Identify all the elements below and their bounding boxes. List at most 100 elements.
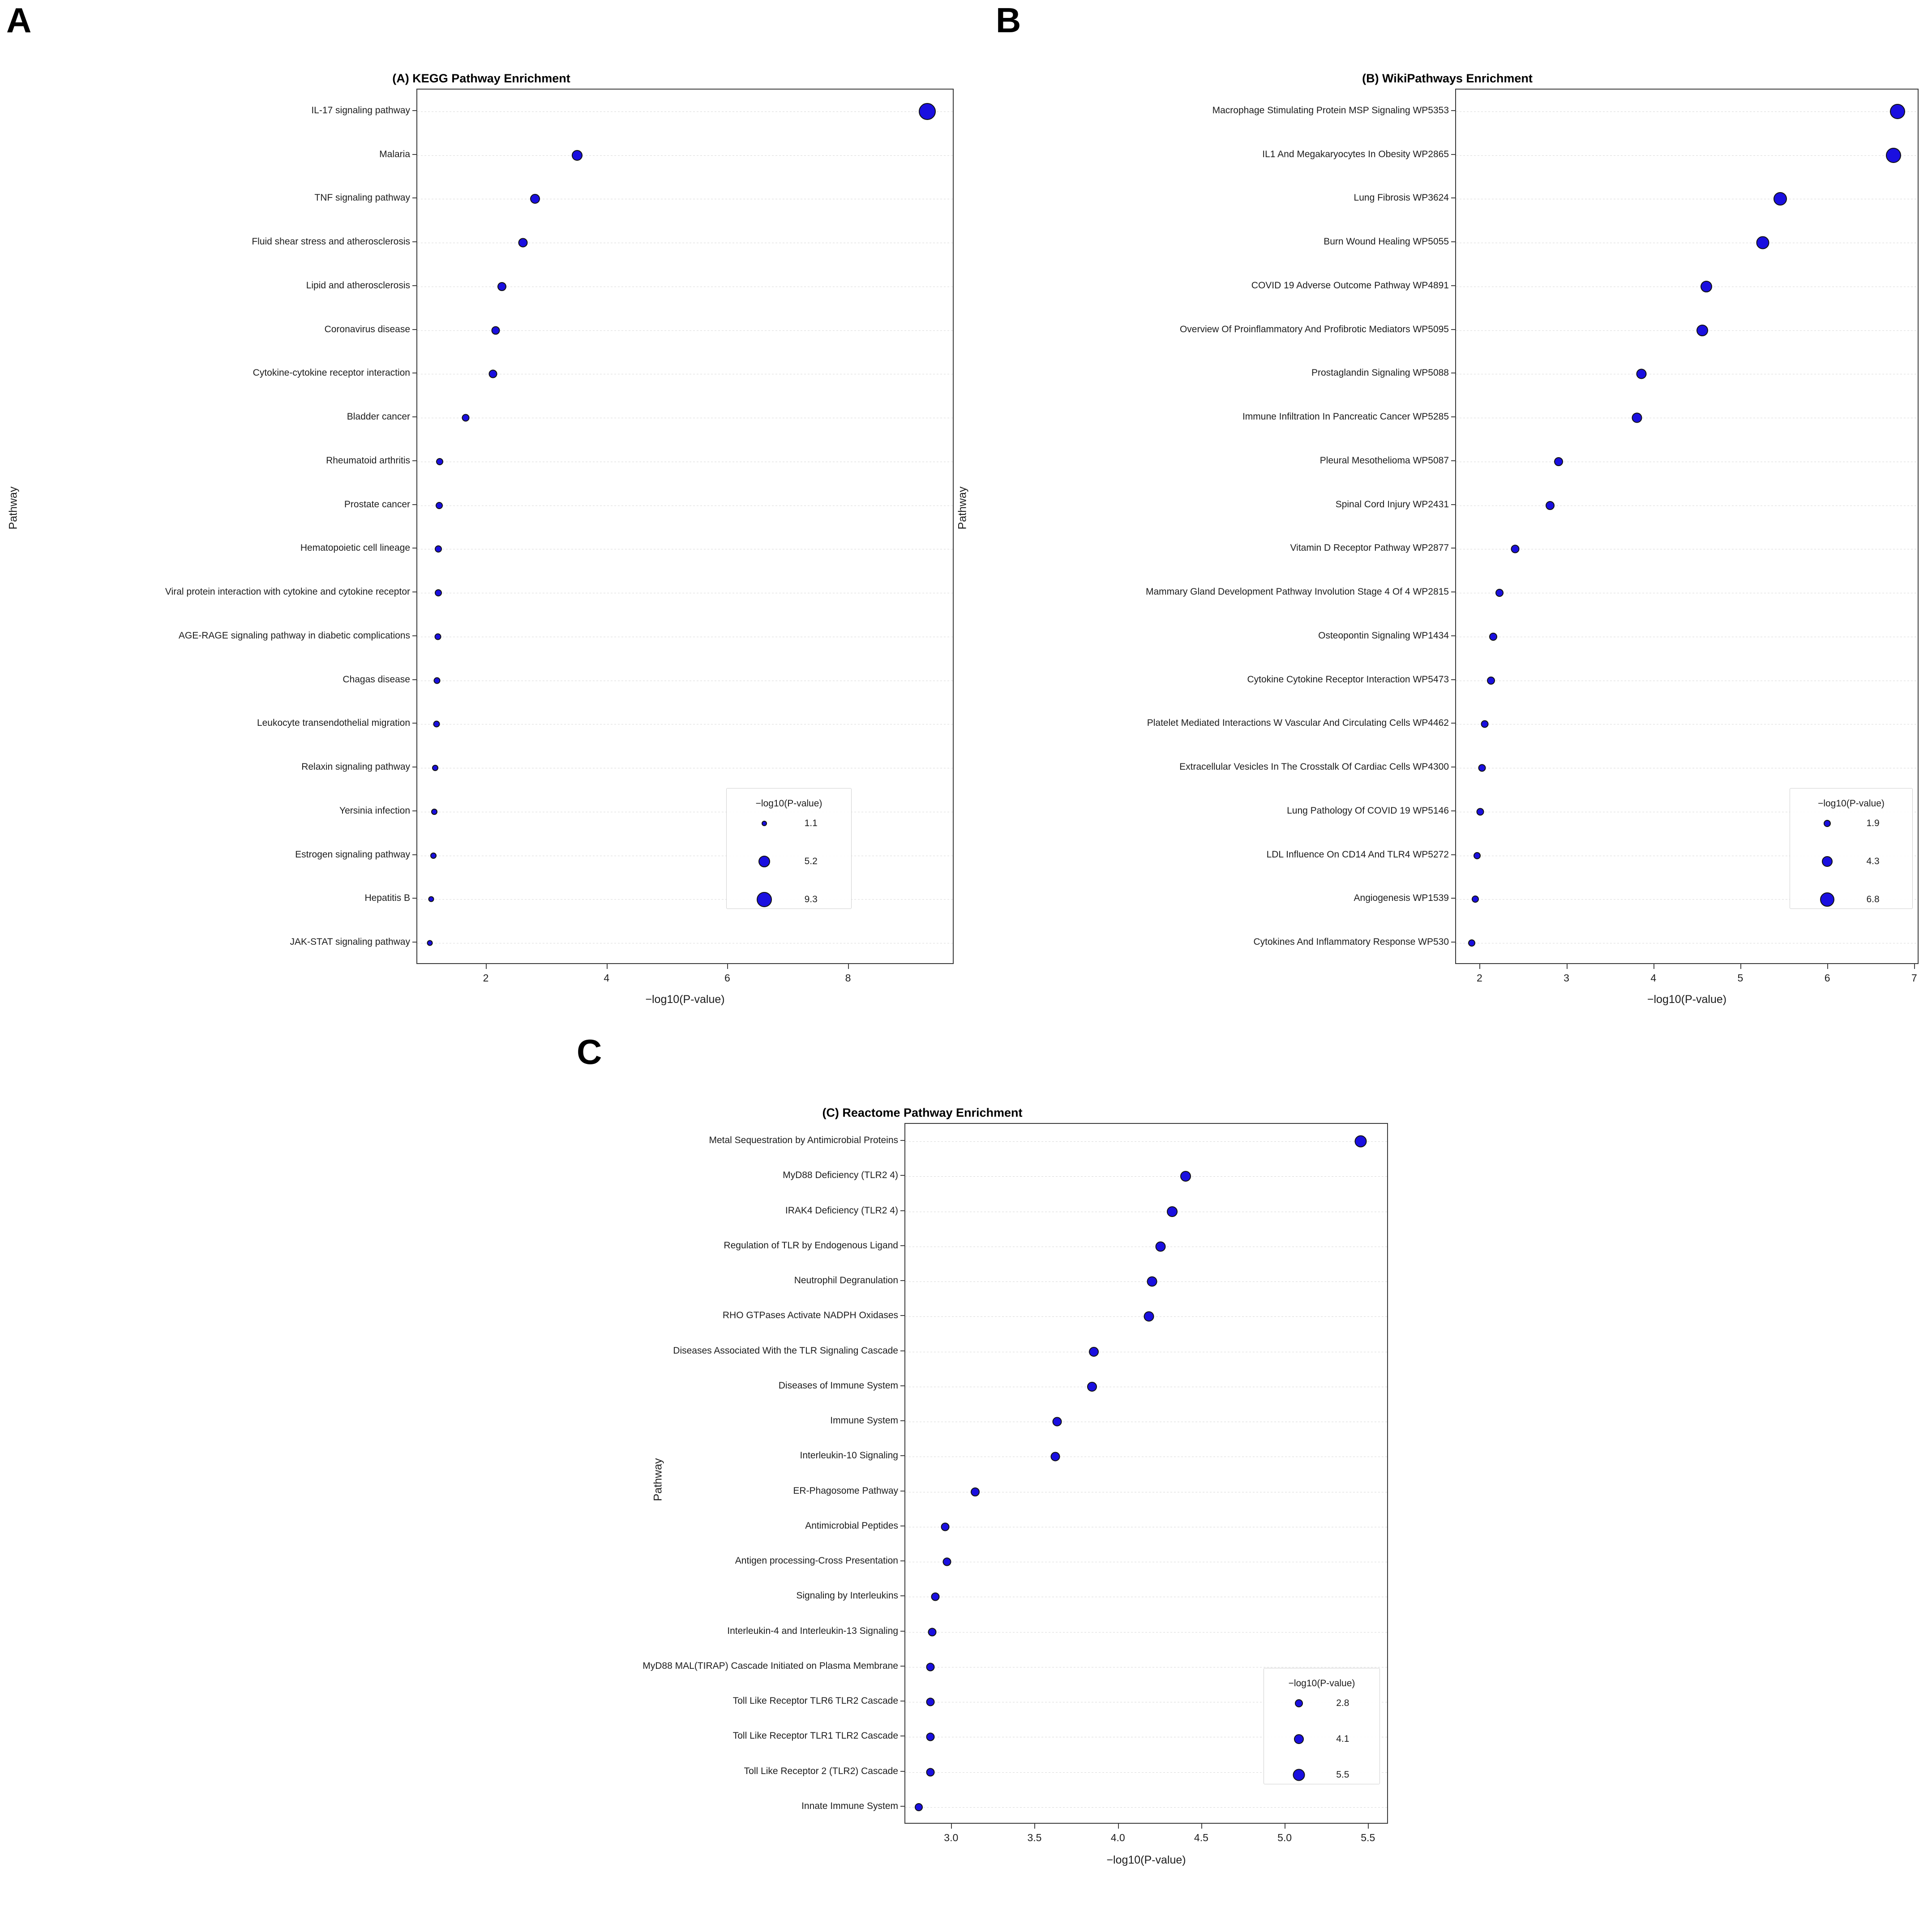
data-point-dot[interactable] — [1545, 501, 1555, 510]
data-point-dot[interactable] — [1486, 676, 1495, 685]
data-point-dot[interactable] — [488, 369, 497, 378]
data-point-dot[interactable] — [1696, 324, 1708, 336]
data-point-dot[interactable] — [931, 1592, 940, 1601]
data-point-dot[interactable] — [1885, 147, 1901, 163]
y-axis-tick — [900, 1420, 904, 1422]
data-point-dot[interactable] — [1489, 632, 1498, 641]
y-axis-category-label: IL1 And Megakaryocytes In Obesity WP2865 — [1262, 149, 1449, 159]
data-point-dot[interactable] — [432, 765, 439, 771]
panel-b-x-axis-title: −log10(P-value) — [1647, 993, 1727, 1006]
y-axis-tick — [412, 154, 416, 155]
data-point-dot[interactable] — [430, 852, 437, 859]
data-point-dot[interactable] — [491, 326, 500, 335]
data-point-dot[interactable] — [1473, 852, 1481, 859]
y-axis-category-label: Hematopoietic cell lineage — [300, 543, 410, 553]
gridline — [905, 1141, 1387, 1142]
data-point-dot[interactable] — [1632, 412, 1642, 423]
data-point-dot[interactable] — [1471, 896, 1479, 903]
y-axis-category-label: RHO GTPases Activate NADPH Oxidases — [722, 1310, 898, 1321]
y-axis-category-label: Overview Of Proinflammatory And Profibro… — [1179, 324, 1449, 334]
data-point-dot[interactable] — [435, 545, 442, 553]
y-axis-category-label: Regulation of TLR by Endogenous Ligand — [724, 1240, 898, 1251]
data-point-dot[interactable] — [435, 589, 442, 597]
data-point-dot[interactable] — [928, 1628, 937, 1637]
data-point-dot[interactable] — [1495, 589, 1504, 597]
data-point-dot[interactable] — [1147, 1276, 1157, 1287]
y-axis-tick — [1451, 679, 1455, 680]
data-point-dot[interactable] — [1468, 939, 1475, 947]
legend-dot — [762, 821, 767, 826]
legend-value-label: 2.8 — [1336, 1698, 1349, 1708]
y-axis-category-label: Burn Wound Healing WP5055 — [1324, 236, 1449, 247]
x-axis-tick-label: 5 — [1737, 972, 1744, 984]
data-point-dot[interactable] — [1087, 1381, 1097, 1392]
y-axis-tick — [1451, 591, 1455, 593]
data-point-dot[interactable] — [1773, 192, 1787, 206]
y-axis-tick — [412, 197, 416, 199]
legend-dot — [1295, 1699, 1303, 1707]
y-axis-tick — [1451, 285, 1455, 286]
y-axis-category-label: Cytokine-cytokine receptor interaction — [253, 368, 410, 378]
data-point-dot[interactable] — [436, 458, 443, 465]
data-point-dot[interactable] — [1478, 764, 1486, 772]
data-point-dot[interactable] — [433, 720, 440, 728]
x-axis-tick — [1201, 1824, 1202, 1829]
data-point-dot[interactable] — [1511, 544, 1520, 553]
y-axis-category-label: Extracellular Vesicles In The Crosstalk … — [1179, 762, 1449, 772]
y-axis-tick — [1451, 810, 1455, 811]
gridline — [905, 1807, 1387, 1808]
data-point-dot[interactable] — [1636, 369, 1647, 379]
data-point-dot[interactable] — [1554, 457, 1564, 466]
data-point-dot[interactable] — [926, 1663, 935, 1671]
data-point-dot[interactable] — [971, 1487, 980, 1496]
data-point-dot[interactable] — [1052, 1417, 1062, 1427]
data-point-dot[interactable] — [518, 238, 528, 248]
y-axis-tick — [412, 504, 416, 505]
data-point-dot[interactable] — [942, 1557, 951, 1566]
data-point-dot[interactable] — [530, 194, 540, 204]
data-point-dot[interactable] — [427, 940, 433, 946]
data-point-dot[interactable] — [435, 501, 443, 509]
data-point-dot[interactable] — [1756, 236, 1769, 249]
data-point-dot[interactable] — [926, 1768, 935, 1777]
data-point-dot[interactable] — [1155, 1241, 1166, 1252]
data-point-dot[interactable] — [433, 677, 441, 684]
legend-value-label: 5.2 — [804, 856, 818, 866]
data-point-dot[interactable] — [926, 1732, 935, 1741]
data-point-dot[interactable] — [941, 1522, 950, 1531]
data-point-dot[interactable] — [428, 896, 434, 902]
data-point-dot[interactable] — [914, 1803, 923, 1811]
data-point-dot[interactable] — [431, 808, 437, 815]
panel-a-x-axis-title: −log10(P-value) — [645, 993, 725, 1006]
y-axis-tick — [900, 1140, 904, 1141]
y-axis-category-label: Immune System — [830, 1415, 898, 1426]
y-axis-category-label: Platelet Mediated Interactions W Vascula… — [1147, 718, 1449, 729]
data-point-dot[interactable] — [462, 414, 470, 422]
data-point-dot[interactable] — [497, 282, 506, 291]
data-point-dot[interactable] — [1180, 1171, 1191, 1182]
data-point-dot[interactable] — [1476, 808, 1484, 816]
data-point-dot[interactable] — [1481, 720, 1489, 728]
data-point-dot[interactable] — [1050, 1452, 1060, 1461]
y-axis-tick — [900, 1770, 904, 1772]
y-axis-category-label: JAK-STAT signaling pathway — [290, 937, 410, 947]
data-point-dot[interactable] — [1890, 103, 1906, 119]
data-point-dot[interactable] — [926, 1697, 935, 1706]
legend-dot — [1823, 820, 1831, 827]
data-point-dot[interactable] — [919, 103, 936, 120]
data-point-dot[interactable] — [1088, 1346, 1099, 1357]
x-axis-tick — [486, 964, 487, 969]
data-point-dot[interactable] — [572, 150, 583, 161]
data-point-dot[interactable] — [1701, 280, 1713, 292]
data-point-dot[interactable] — [1166, 1206, 1178, 1217]
data-point-dot[interactable] — [1144, 1311, 1154, 1322]
data-point-dot[interactable] — [1354, 1135, 1367, 1148]
data-point-dot[interactable] — [434, 633, 441, 640]
panel-wikipathways: (B) WikiPathways Enrichment Pathway −log… — [956, 54, 1932, 1030]
y-axis-tick — [1451, 898, 1455, 899]
x-axis-tick — [606, 964, 608, 969]
y-axis-category-label: Interleukin-10 Signaling — [800, 1450, 898, 1461]
